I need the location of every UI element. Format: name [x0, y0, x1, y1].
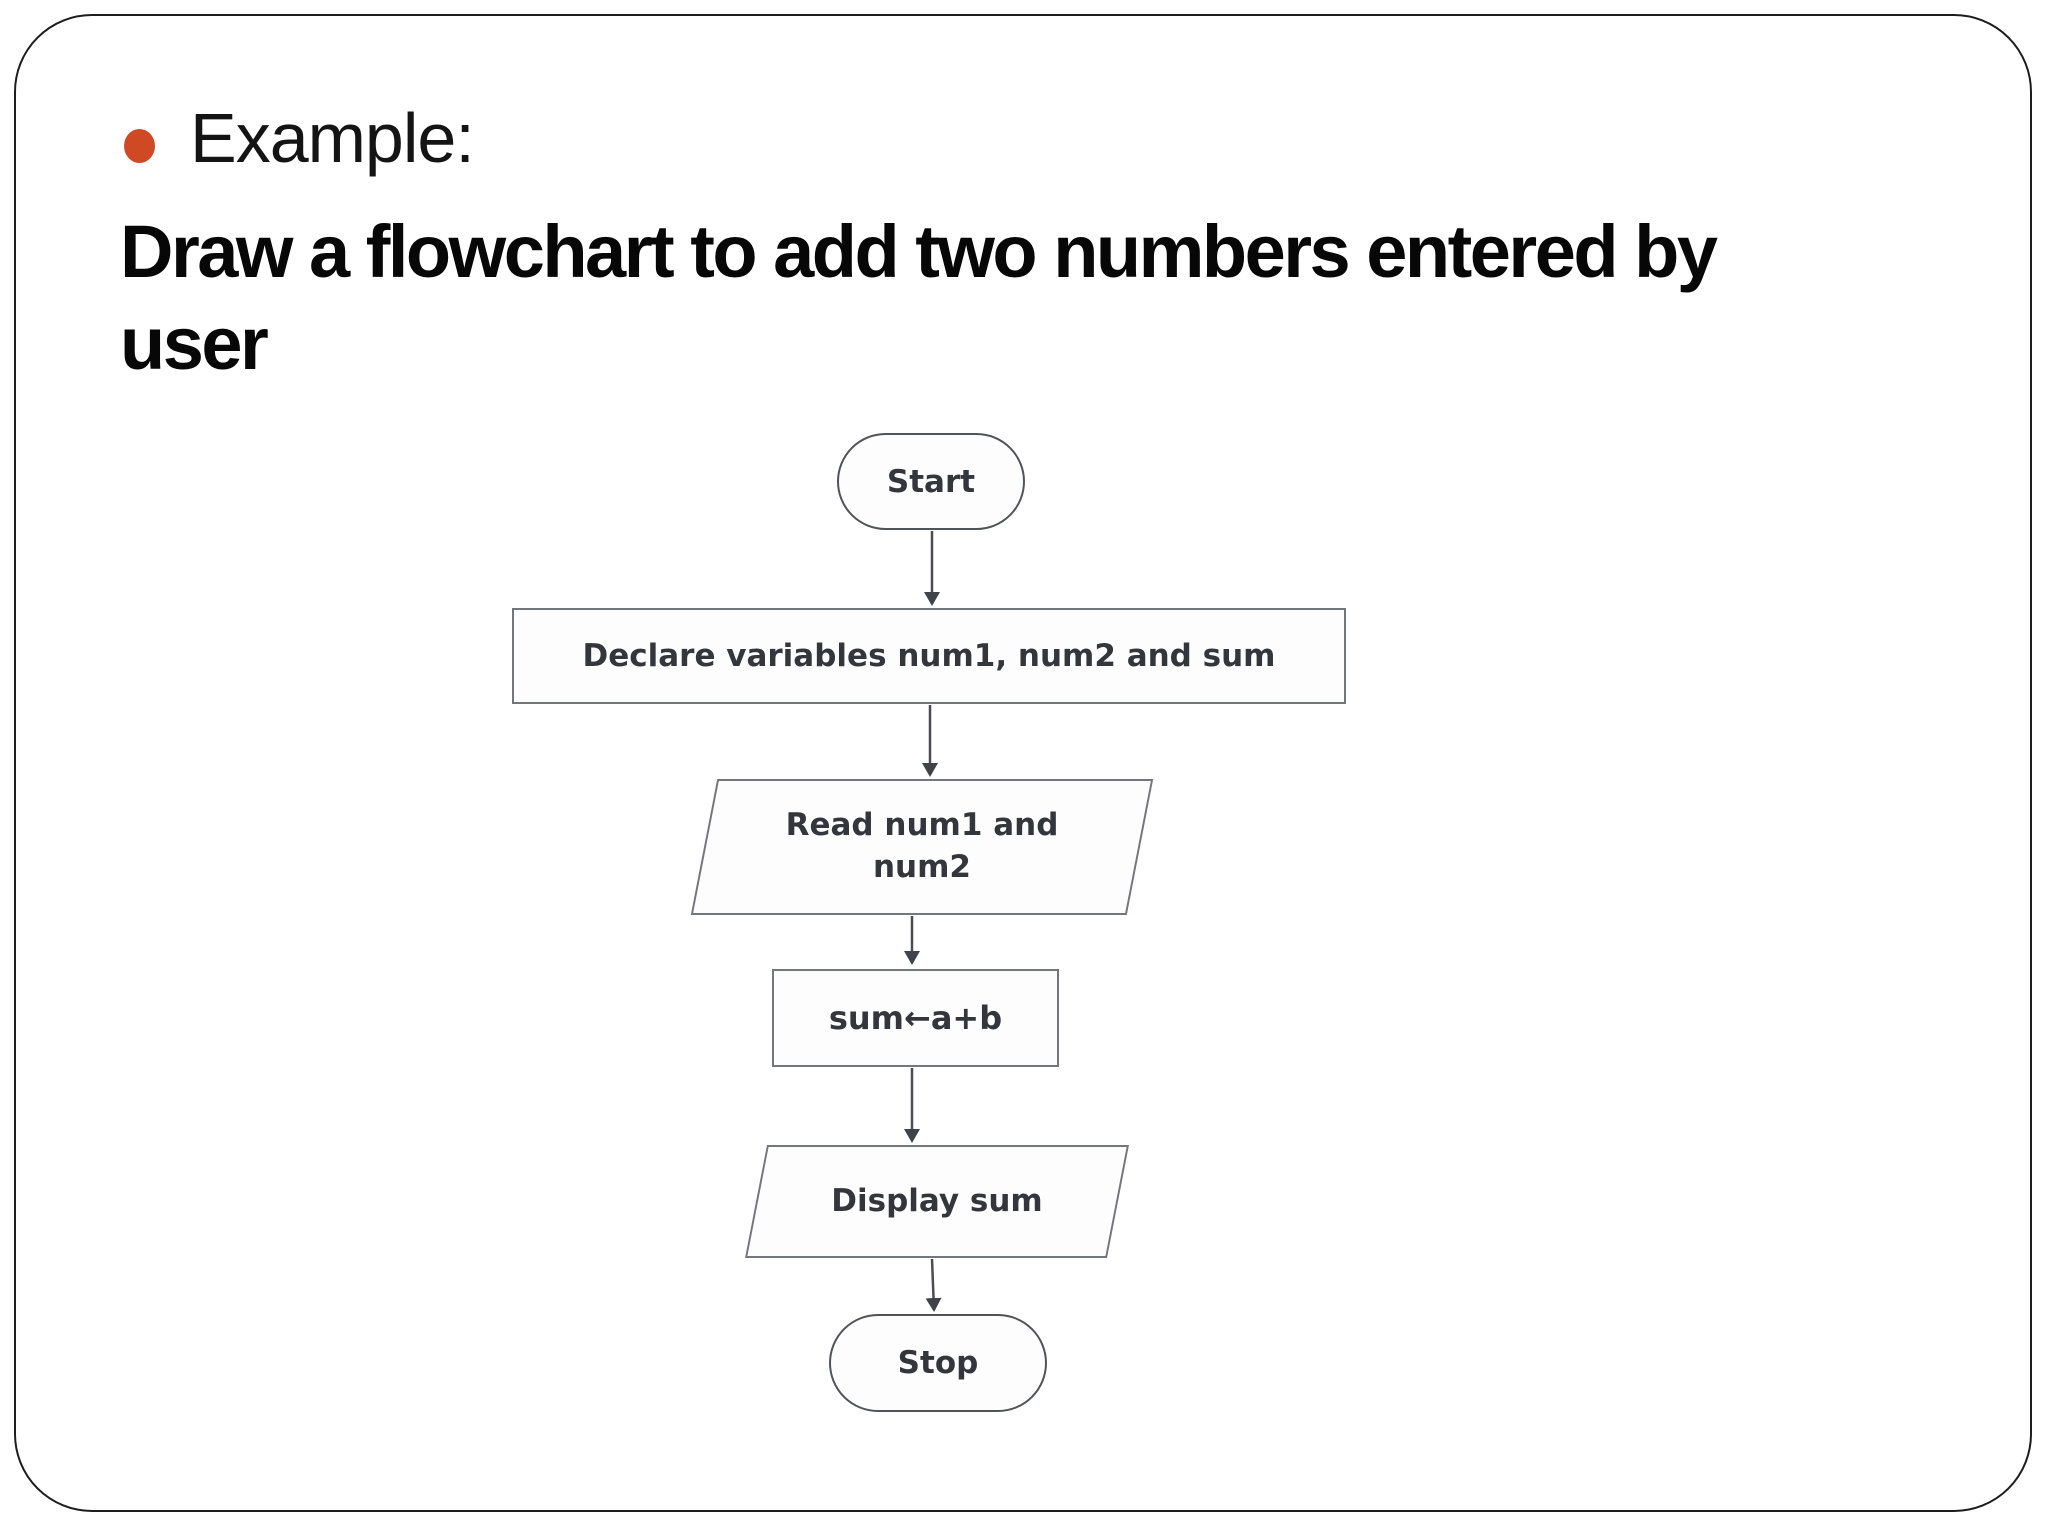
flow-arrow-display-stop: [925, 1258, 942, 1312]
node-label-start: Start: [886, 463, 976, 500]
flowchart-node-assign-sum: sum←a+b: [772, 969, 1059, 1067]
slide-border-frame: [14, 14, 2032, 1512]
flowchart-node-stop: Stop: [829, 1314, 1047, 1412]
slide-heading: Draw a flowchart to add two numbers ente…: [120, 210, 1718, 385]
node-label-stop: Stop: [897, 1345, 979, 1381]
node-label-declare: Declare variables num1, num2 and sum: [582, 638, 1276, 674]
flowchart-node-start: Start: [837, 433, 1025, 530]
flowchart-node-display: Display sum: [743, 1145, 1131, 1258]
node-label-read: Read num1 and num2: [785, 807, 1059, 885]
node-label-assign-sum: sum←a+b: [828, 999, 1003, 1037]
node-label-display: Display sum: [831, 1182, 1043, 1219]
bullet-marker-icon: [124, 129, 155, 163]
flowchart-node-read: Read num1 and num2: [690, 779, 1154, 915]
bullet-text: Example:: [190, 99, 475, 177]
flowchart-node-declare: Declare variables num1, num2 and sum: [512, 608, 1346, 704]
